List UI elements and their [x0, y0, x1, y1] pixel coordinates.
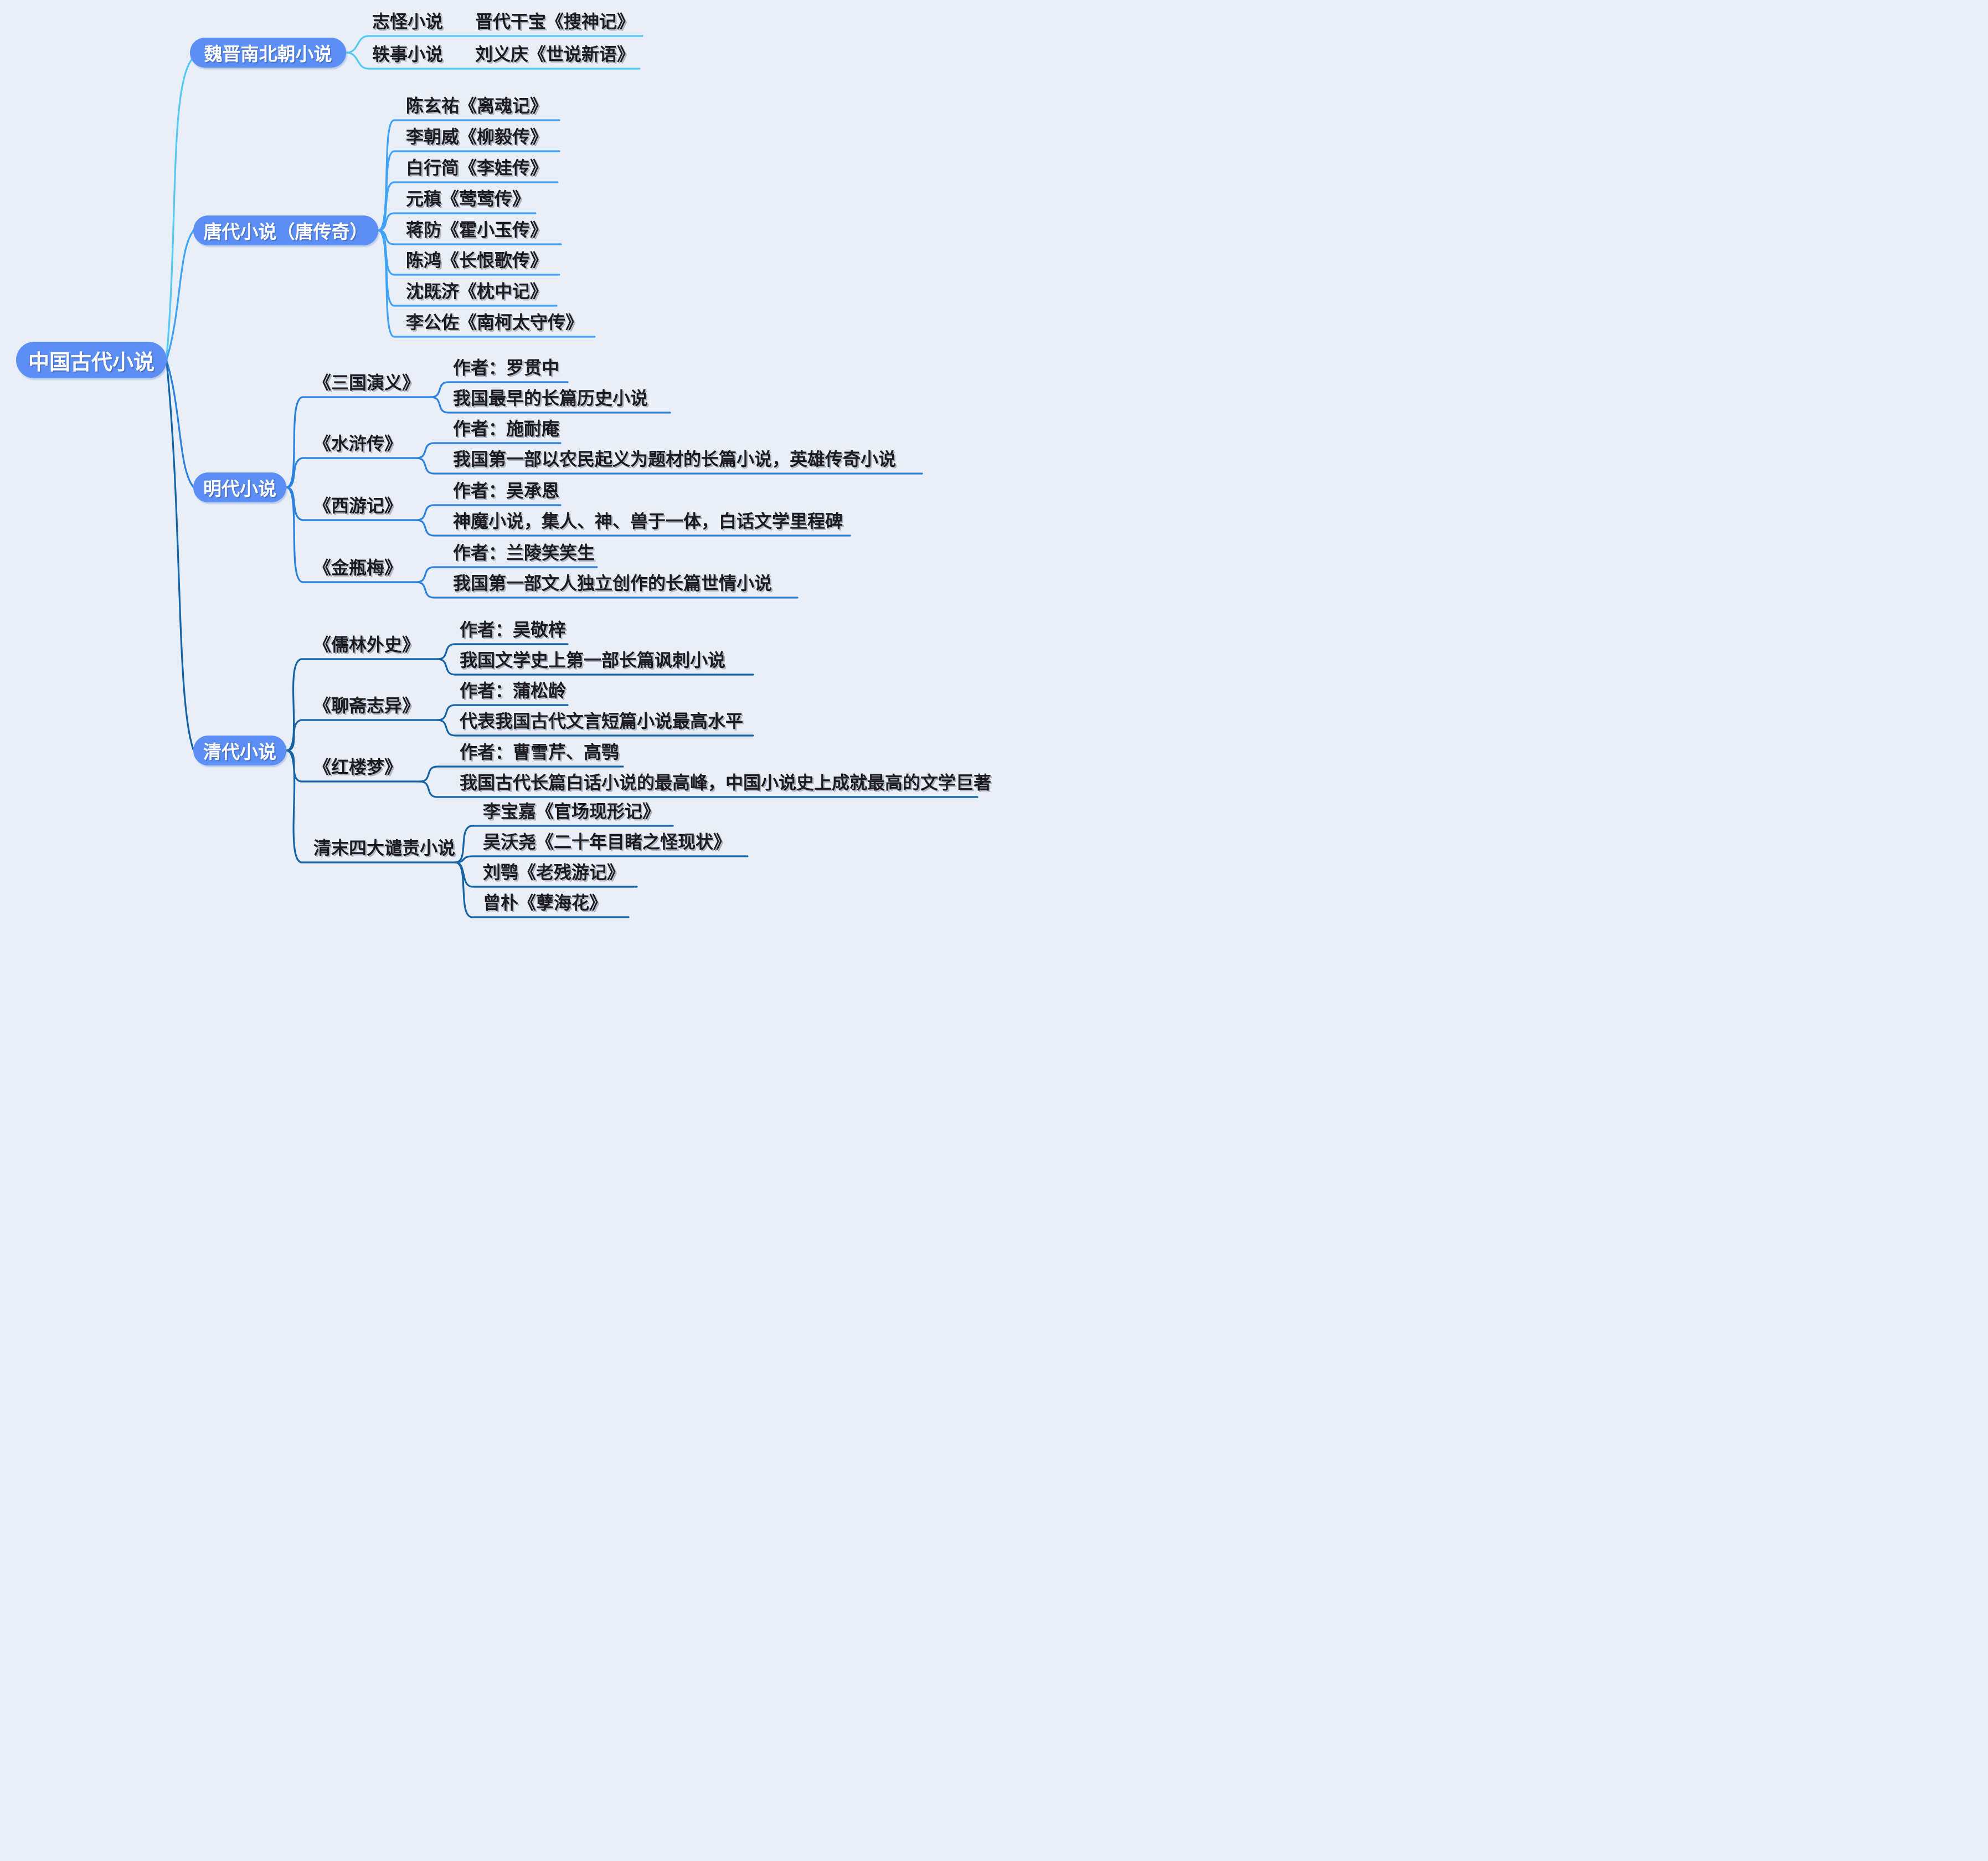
- qing-book-note[interactable]: 代表我国古代文言短篇小说最高水平: [460, 711, 744, 731]
- qing-book-title[interactable]: 《聊斋志异》: [313, 696, 420, 716]
- ming-book-title[interactable]: 《金瓶梅》: [313, 558, 403, 578]
- branch-node-tang[interactable]: 唐代小说（唐传奇）: [193, 215, 378, 245]
- qing-book-note[interactable]: 我国古代长篇白话小说的最高峰，中国小说史上成就最高的文学巨著: [460, 773, 992, 793]
- mindmap-canvas: 中国古代小说 魏晋南北朝小说 唐代小说（唐传奇） 明代小说 清代小说 志怪小说 …: [0, 0, 994, 930]
- weijin-category-node[interactable]: 轶事小说: [372, 44, 444, 64]
- tang-work-leaf[interactable]: 李公佐《南柯太守传》: [406, 312, 584, 332]
- qing-group-work-leaf[interactable]: 曾朴《孽海花》: [483, 893, 607, 913]
- qing-group-title[interactable]: 清末四大谴责小说: [313, 838, 456, 858]
- qing-book-author[interactable]: 作者：曹雪芹、高鹗: [460, 742, 620, 762]
- ming-book-author[interactable]: 作者：施耐庵: [453, 419, 560, 439]
- tang-work-leaf[interactable]: 元稹《莺莺传》: [406, 189, 531, 209]
- qing-group-work-leaf[interactable]: 吴沃尧《二十年目睹之怪现状》: [483, 832, 732, 852]
- qing-group-work-leaf[interactable]: 李宝嘉《官场现形记》: [483, 801, 661, 821]
- ming-book-author[interactable]: 作者：罗贯中: [453, 358, 560, 378]
- qing-book-author[interactable]: 作者：吴敬梓: [460, 620, 566, 640]
- qing-book-title[interactable]: 《红楼梦》: [313, 757, 403, 777]
- ming-book-note[interactable]: 我国第一部文人独立创作的长篇世情小说: [453, 573, 772, 593]
- tang-work-leaf[interactable]: 蒋防《霍小玉传》: [406, 220, 548, 240]
- branch-node-ming[interactable]: 明代小说: [193, 472, 286, 502]
- branch-node-weijin[interactable]: 魏晋南北朝小说: [190, 38, 346, 68]
- qing-book-title[interactable]: 《儒林外史》: [313, 635, 420, 655]
- ming-book-title[interactable]: 《西游记》: [313, 496, 403, 516]
- connector-lines: [166, 35, 978, 918]
- qing-book-note[interactable]: 我国文学史上第一部长篇讽刺小说: [460, 650, 726, 670]
- ming-book-title[interactable]: 《三国演义》: [313, 373, 420, 393]
- tang-work-leaf[interactable]: 陈玄祐《离魂记》: [406, 96, 548, 116]
- ming-book-title[interactable]: 《水浒传》: [313, 434, 403, 454]
- ming-book-note[interactable]: 我国第一部以农民起义为题材的长篇小说，英雄传奇小说: [453, 449, 897, 469]
- tang-work-leaf[interactable]: 沈既济《枕中记》: [406, 281, 548, 301]
- qing-book-author[interactable]: 作者：蒲松龄: [460, 681, 566, 701]
- root-node[interactable]: 中国古代小说: [16, 342, 167, 378]
- weijin-work-node[interactable]: 晋代干宝《搜神记》: [475, 12, 635, 32]
- tang-work-leaf[interactable]: 陈鸿《长恨歌传》: [406, 250, 548, 270]
- tang-work-leaf[interactable]: 白行简《李娃传》: [406, 158, 548, 178]
- qing-group-work-leaf[interactable]: 刘鹗《老残游记》: [483, 862, 625, 882]
- weijin-work-node[interactable]: 刘义庆《世说新语》: [475, 44, 635, 64]
- branch-node-qing[interactable]: 清代小说: [193, 736, 286, 765]
- ming-book-note[interactable]: 神魔小说，集人、神、兽于一体，白话文学里程碑: [453, 511, 843, 531]
- ming-book-author[interactable]: 作者：吴承恩: [453, 481, 560, 501]
- ming-book-author[interactable]: 作者：兰陵笑笑生: [453, 543, 595, 563]
- weijin-category-node[interactable]: 志怪小说: [372, 12, 444, 32]
- tang-work-leaf[interactable]: 李朝威《柳毅传》: [406, 127, 548, 147]
- ming-book-note[interactable]: 我国最早的长篇历史小说: [453, 388, 648, 408]
